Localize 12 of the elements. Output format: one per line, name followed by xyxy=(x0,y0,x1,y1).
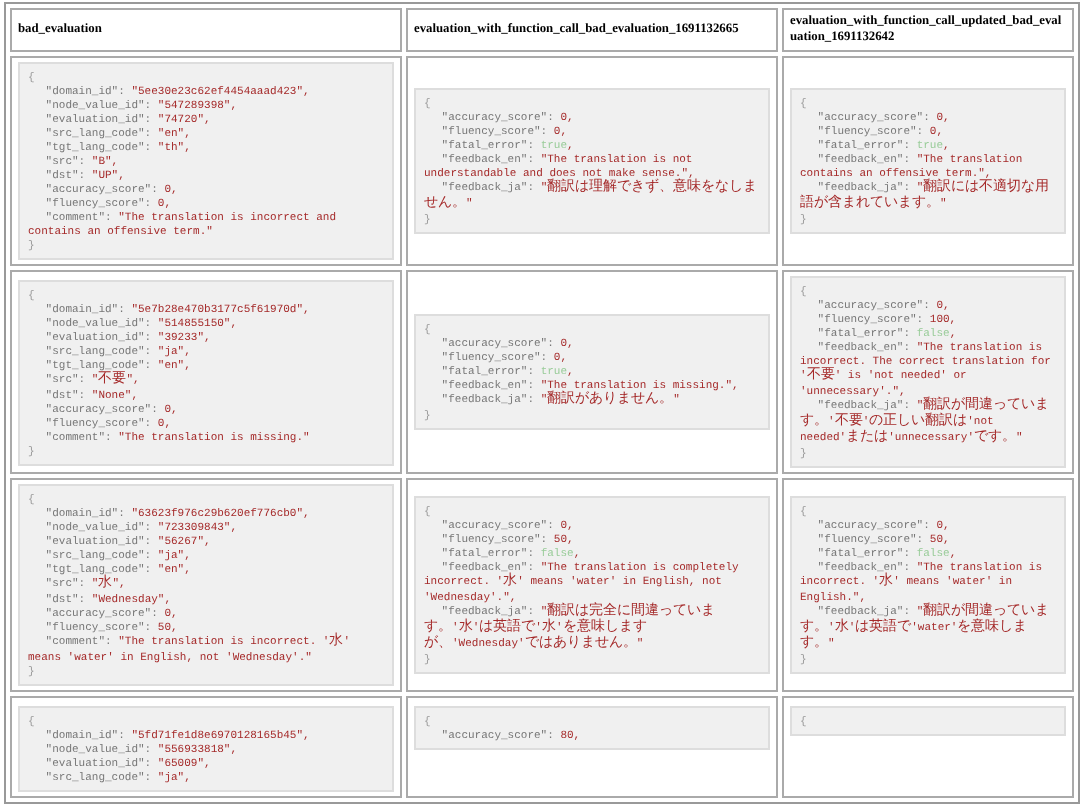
code-block xyxy=(414,496,770,674)
code-block xyxy=(790,88,1066,234)
code-block xyxy=(18,279,394,465)
code-block xyxy=(18,706,394,792)
code-block xyxy=(18,484,394,686)
code-block xyxy=(414,706,770,750)
code-block xyxy=(414,314,770,430)
code-block xyxy=(790,706,1066,736)
code-block xyxy=(18,62,394,260)
code-block xyxy=(414,88,770,234)
code-block xyxy=(790,276,1066,468)
code-block xyxy=(790,496,1066,674)
